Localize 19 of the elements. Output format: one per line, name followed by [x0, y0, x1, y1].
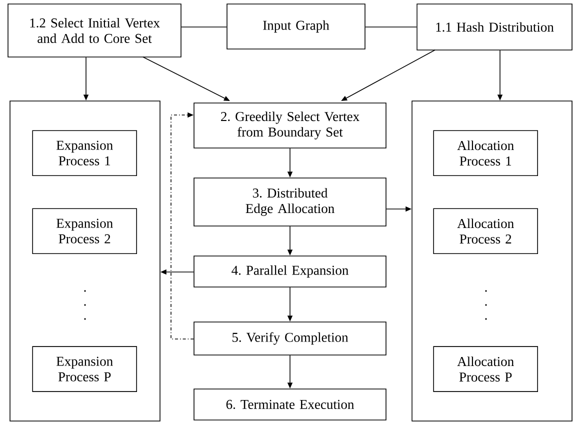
process-box: Expansion Process 1 [32, 130, 137, 176]
connector-line [181, 26, 227, 28]
process-box: 5. Verify Completion [194, 322, 386, 356]
process-box: Input Graph [226, 4, 366, 50]
container-box [10, 100, 160, 422]
connector-line [365, 26, 417, 28]
process-box: 3. Distributed Edge Allocation [194, 178, 386, 226]
process-box: Allocation Process 2 [433, 208, 538, 254]
process-box: 1.1 Hash Distribution [416, 4, 572, 50]
container-box [412, 100, 572, 422]
process-box: 1.2 Select Initial Vertex and Add to Core Set [8, 4, 182, 58]
process-box: Allocation Process P [433, 346, 538, 392]
process-box: Allocation Process 1 [433, 130, 538, 176]
arrow [170, 112, 194, 340]
process-box: Expansion Process P [32, 346, 137, 392]
process-box: 6. Terminate Execution [194, 388, 386, 420]
process-box: 2. Greedily Select Vertex from Boundary Set [194, 102, 386, 148]
process-box: Expansion Process 2 [32, 208, 137, 254]
process-box: 4. Parallel Expansion [194, 256, 386, 288]
